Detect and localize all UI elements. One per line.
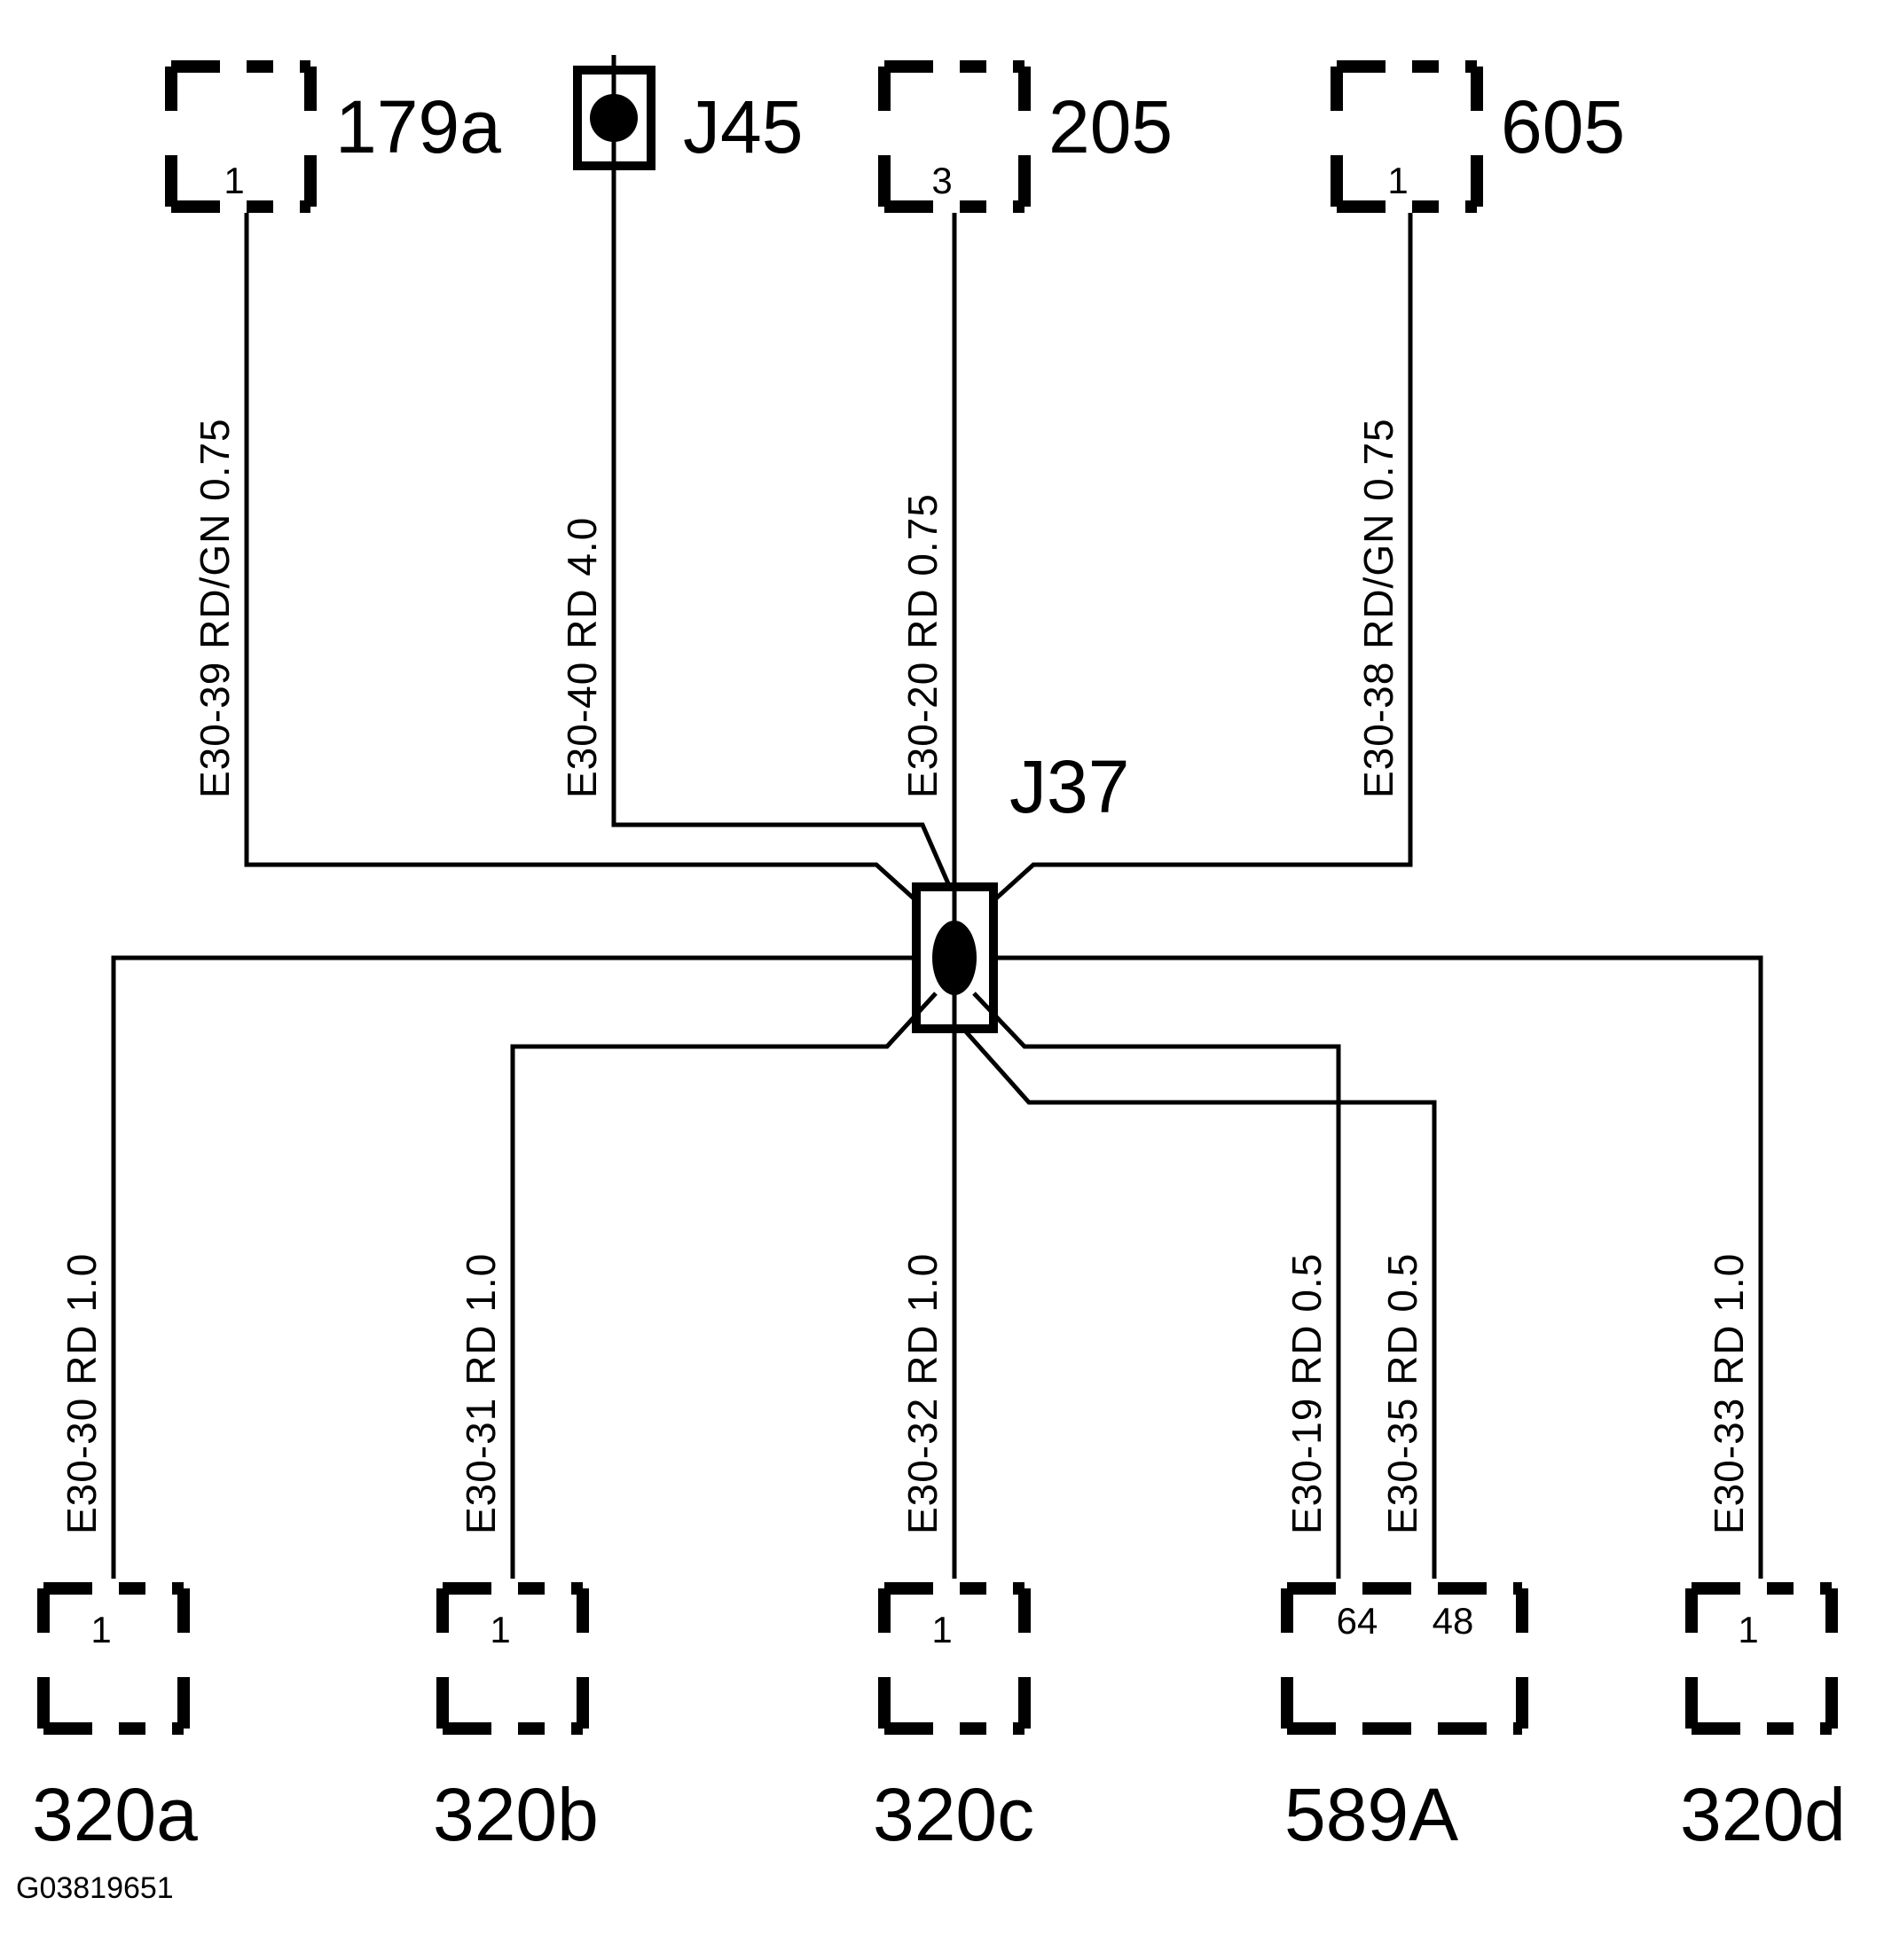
pin-number-320d-1: 1: [1738, 1609, 1758, 1650]
wire-label-E30-30: E30-30 RD 1.0: [59, 1253, 105, 1534]
wire-label-E30-33: E30-33 RD 1.0: [1706, 1253, 1752, 1534]
wire-E30-19: [972, 992, 1341, 1579]
wire-label-E30-31: E30-31 RD 1.0: [458, 1253, 504, 1534]
connector-label-320c: 320c: [873, 1773, 1034, 1856]
wire-label-E30-32: E30-32 RD 1.0: [899, 1253, 946, 1534]
pin-number-320b-1: 1: [490, 1609, 510, 1650]
connector-box-179a: [165, 60, 317, 213]
wire-E30-30: [111, 955, 916, 1579]
pin-number-589A-64: 64: [1337, 1600, 1378, 1642]
connector-box-320d: [1685, 1582, 1838, 1735]
wire-E30-40: [611, 213, 956, 898]
connector-label-320d: 320d: [1680, 1773, 1846, 1856]
wire-label-E30-35: E30-35 RD 0.5: [1379, 1253, 1425, 1534]
wire-label-E30-38: E30-38 RD/GN 0.75: [1355, 418, 1401, 798]
wire-label-E30-19: E30-19 RD 0.5: [1283, 1253, 1330, 1534]
wire-E30-31: [510, 992, 938, 1579]
connector-label-605: 605: [1501, 85, 1625, 169]
connector-box-589A: [1281, 1582, 1528, 1735]
wire-label-E30-39: E30-39 RD/GN 0.75: [192, 418, 238, 798]
pin-number-320a-1: 1: [90, 1609, 111, 1650]
connector-box-320a: [37, 1582, 190, 1735]
connector-box-605: [1331, 60, 1483, 213]
splice-label-j37: J37: [1009, 745, 1129, 828]
connector-label-320b: 320b: [433, 1773, 599, 1856]
figure-id-code: G03819651: [16, 1871, 174, 1905]
connector-label-320a: 320a: [32, 1773, 198, 1856]
splice-j45: [573, 55, 655, 213]
wire-E30-33: [993, 955, 1763, 1579]
connector-box-320b: [436, 1582, 589, 1735]
connector-box-205: [878, 60, 1031, 213]
connector-box-320c: [878, 1582, 1031, 1735]
pin-number-205-3: 3: [931, 160, 952, 201]
pin-number-605-1: 1: [1387, 160, 1408, 201]
pin-number-589A-48: 48: [1433, 1600, 1474, 1642]
wire-E30-35: [962, 1027, 1437, 1579]
pin-number-320c-1: 1: [931, 1609, 952, 1650]
wire-label-E30-40: E30-40 RD 4.0: [559, 517, 605, 798]
connector-label-205: 205: [1048, 85, 1173, 169]
connector-label-589A: 589A: [1284, 1773, 1458, 1856]
splice-j37: [912, 882, 998, 1033]
wire-label-E30-20: E30-20 RD 0.75: [899, 493, 946, 798]
pin-number-179a-1: 1: [224, 160, 244, 201]
connector-label-179a: 179a: [335, 85, 501, 169]
splice-label-j45: J45: [683, 85, 803, 169]
